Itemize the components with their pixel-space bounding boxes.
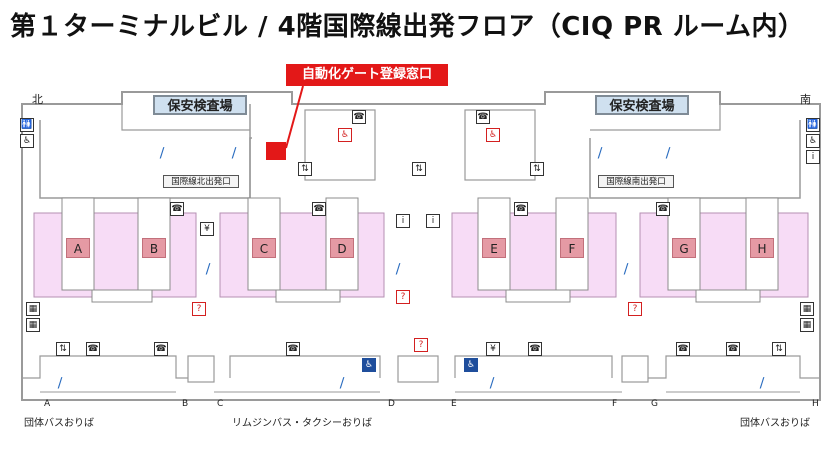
gate-d[interactable]: D	[330, 238, 354, 258]
telephone-icon: ☎	[726, 342, 740, 356]
telephone-icon: ☎	[286, 342, 300, 356]
compass-south: 南	[800, 93, 811, 106]
restroom-icon: 🚻	[806, 118, 820, 132]
telephone-icon: ☎	[352, 110, 366, 124]
telephone-icon: ☎	[528, 342, 542, 356]
gate-b[interactable]: B	[142, 238, 166, 258]
escalator-icon: ⧸	[490, 376, 495, 390]
elevator-icon: ⇅	[772, 342, 786, 356]
gate-c[interactable]: C	[252, 238, 276, 258]
atm-icon: ¥	[200, 222, 214, 236]
wheelchair-icon: ♿	[362, 358, 376, 372]
locker-icon: ▦	[26, 318, 40, 332]
restroom-icon: 🚻	[20, 118, 34, 132]
telephone-icon: ☎	[676, 342, 690, 356]
information-icon: i	[426, 214, 440, 228]
restroom-icon: ♿	[338, 128, 352, 142]
information-icon: ?	[396, 290, 410, 304]
south-departure-exit: 国際線南出発口	[598, 175, 674, 188]
restroom-icon: ♿	[486, 128, 500, 142]
corridor-d: D	[388, 399, 395, 409]
wheelchair-icon: ♿	[464, 358, 478, 372]
escalator-icon: ⧸	[340, 376, 345, 390]
registration-window-marker	[266, 142, 286, 160]
information-icon: ?	[628, 302, 642, 316]
limousine-taxi-stop: リムジンバス・タクシーおりば	[232, 418, 372, 429]
escalator-icon: ⧸	[396, 262, 401, 276]
gate-h[interactable]: H	[750, 238, 774, 258]
telephone-icon: ☎	[86, 342, 100, 356]
corridor-b: B	[182, 399, 189, 409]
escalator-icon: ⧸	[598, 146, 603, 160]
page-title: 第１ターミナルビル / 4階国際線出発フロア（CIQ PR ルーム内）	[10, 12, 805, 42]
information-icon: ?	[414, 338, 428, 352]
telephone-icon: ☎	[312, 202, 326, 216]
elevator-icon: ⇅	[530, 162, 544, 176]
locker-icon: ▦	[26, 302, 40, 316]
gate-a[interactable]: A	[66, 238, 90, 258]
escalator-icon: ⧸	[666, 146, 671, 160]
gate-e[interactable]: E	[482, 238, 506, 258]
security-south: 保安検査場	[595, 95, 689, 115]
corridor-c: C	[217, 399, 224, 409]
telephone-icon: ☎	[514, 202, 528, 216]
group-bus-stop-left: 団体バスおりば	[24, 418, 94, 429]
escalator-icon: ⧸	[232, 146, 237, 160]
locker-icon: ▦	[800, 318, 814, 332]
corridor-g: G	[651, 399, 658, 409]
escalator-icon: ⧸	[160, 146, 165, 160]
stairs-icon: ⇅	[412, 162, 426, 176]
atm-icon: ¥	[486, 342, 500, 356]
compass-north: 北	[32, 93, 43, 106]
telephone-icon: ☎	[476, 110, 490, 124]
corridor-h: H	[812, 399, 819, 409]
telephone-icon: ☎	[154, 342, 168, 356]
corridor-e: E	[451, 399, 457, 409]
gate-g[interactable]: G	[672, 238, 696, 258]
registration-window-callout: 自動化ゲート登録窓口	[286, 64, 448, 86]
information-icon: ?	[192, 302, 206, 316]
elevator-icon: ⇅	[298, 162, 312, 176]
escalator-icon: ⧸	[206, 262, 211, 276]
escalator-icon: ⧸	[58, 376, 63, 390]
locker-icon: ▦	[800, 302, 814, 316]
elevator-icon: ⇅	[56, 342, 70, 356]
restroom-icon: ♿	[806, 134, 820, 148]
corridor-a: A	[44, 399, 51, 409]
group-bus-stop-right: 団体バスおりば	[740, 418, 810, 429]
escalator-icon: ⧸	[760, 376, 765, 390]
escalator-icon: ⧸	[624, 262, 629, 276]
gate-f[interactable]: F	[560, 238, 584, 258]
north-departure-exit: 国際線北出発口	[163, 175, 239, 188]
corridor-f: F	[612, 399, 618, 409]
telephone-icon: ☎	[656, 202, 670, 216]
information-icon: i	[396, 214, 410, 228]
information-icon: i	[806, 150, 820, 164]
restroom-icon: ♿	[20, 134, 34, 148]
security-north: 保安検査場	[153, 95, 247, 115]
telephone-icon: ☎	[170, 202, 184, 216]
